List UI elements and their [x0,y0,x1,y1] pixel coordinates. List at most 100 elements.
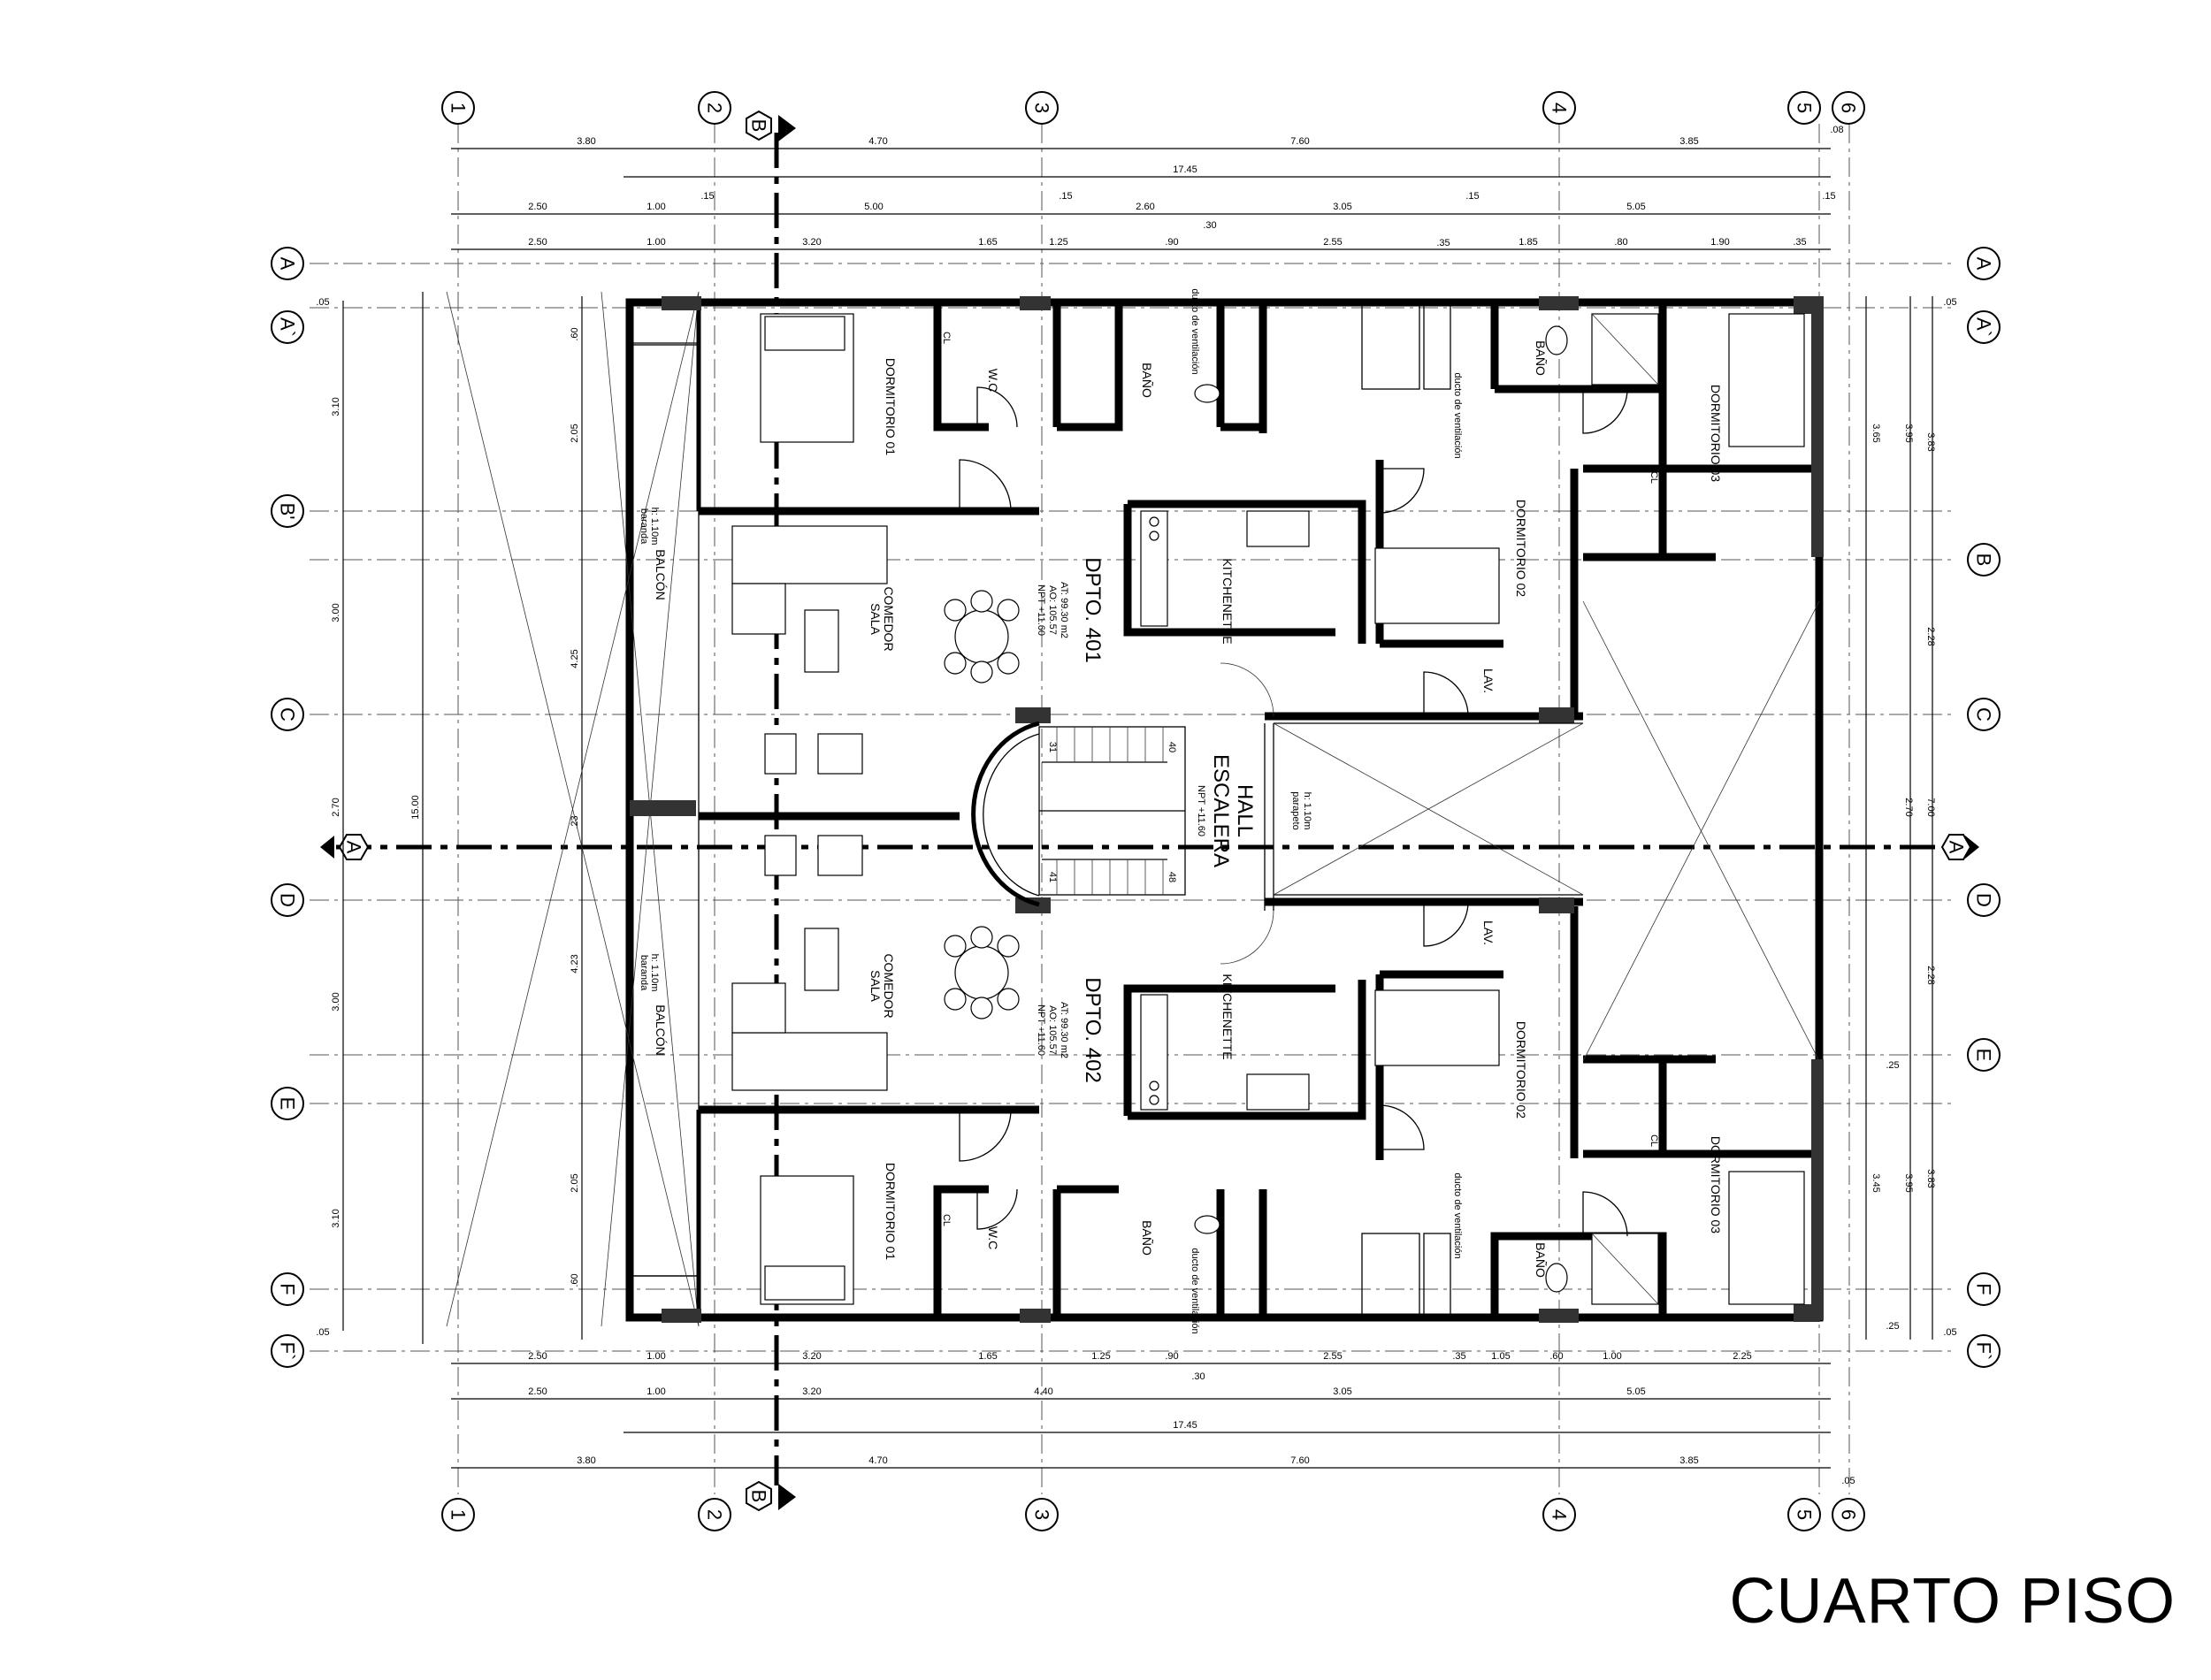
svg-text:1.00: 1.00 [1603,1351,1621,1362]
svg-text:1.00: 1.00 [646,1351,665,1362]
svg-text:7.00: 7.00 [1925,798,1936,816]
svg-text:.35: .35 [1436,238,1450,248]
kitchenette-bottom-label: KITCHENETTE [1220,974,1235,1059]
svg-text:3.10: 3.10 [331,397,341,416]
hall-label: HALL [1233,784,1257,837]
svg-text:4.40: 4.40 [1034,1386,1052,1397]
svg-text:31: 31 [1047,742,1058,752]
svg-text:2.05: 2.05 [570,424,580,442]
axis-marker-2-bottom: 2 [698,1498,731,1531]
svg-text:3: 3 [1031,1509,1053,1520]
svg-text:3.83: 3.83 [1925,1169,1936,1187]
svg-text:.90: .90 [1165,237,1178,248]
lav-bottom-label: LAV. [1481,920,1496,945]
axis-marker-3-bottom: 3 [1025,1498,1059,1531]
svg-text:1.05: 1.05 [1491,1351,1510,1362]
stair-hall: 31 40 41 48 [971,600,1820,1062]
svg-text:3.45: 3.45 [1871,1173,1881,1192]
comedor-top-label: COMEDOR [882,586,896,651]
svg-text:2.70: 2.70 [1903,798,1914,816]
svg-text:4.23: 4.23 [570,954,580,973]
svg-text:.08: .08 [1830,125,1843,135]
axis-marker-D-left: D [271,883,304,917]
svg-text:.30: .30 [1203,220,1216,231]
dorm01-bottom-label: DORMITORIO 01 [884,1163,898,1260]
svg-text:2: 2 [704,1509,726,1520]
bano-right-top-label: BAÑO [1534,340,1548,376]
svg-text:2.50: 2.50 [528,1386,547,1397]
door-swings [959,386,1628,1237]
dim-bay-1: 3.80 [577,136,595,147]
dorm03-top-label: DORMITORIO 03 [1709,385,1723,482]
svg-text:baranda: baranda [639,955,649,991]
svg-text:.05: .05 [1943,1327,1956,1338]
svg-text:A: A [277,257,299,271]
parapeto-height: h: 1.10m [1302,792,1312,830]
axis-marker-F-left: F [271,1272,304,1306]
unit-labels: DPTO. 401 AT: 99.30 m2 AO: 105.57 NPT +1… [1036,557,1105,1083]
svg-text:4.25: 4.25 [570,649,580,668]
bano-bottom-label: BAÑO [1140,1220,1154,1256]
svg-text:C: C [1973,707,1995,722]
svg-text:E: E [1973,1049,1995,1062]
wc-bottom-label: W.C [986,1226,1000,1249]
svg-text:2.50: 2.50 [528,1351,547,1362]
axis-marker-E-left: E [271,1087,304,1120]
svg-text:1.00: 1.00 [646,237,665,248]
svg-text:CL: CL [941,332,952,344]
svg-text:F`: F` [1973,1342,1995,1361]
dim-bay-2: 4.70 [868,136,887,147]
svg-text:.25: .25 [1886,1060,1899,1071]
svg-text:3.95: 3.95 [1903,424,1914,442]
svg-text:3.20: 3.20 [802,1386,821,1397]
svg-text:1.25: 1.25 [1091,1351,1110,1362]
axis-marker-F2-left: F` [271,1334,304,1368]
axis-marker-5-bottom: 5 [1787,1498,1821,1531]
balcon-bottom-label: BALCÓN [654,1004,668,1056]
svg-text:2.50: 2.50 [528,237,547,248]
svg-text:1.00: 1.00 [646,202,665,212]
axis-marker-A-right: A [1967,247,2001,280]
svg-text:.60: .60 [1549,1351,1563,1362]
svg-text:1.65: 1.65 [978,237,997,248]
svg-text:.15: .15 [1465,191,1479,202]
svg-text:B': B' [277,503,299,520]
room-labels: HALL ESCALERA NPT +11.60 parapeto h: 1.1… [639,288,1723,1333]
svg-text:A`: A` [1973,317,1995,337]
dim-total-width-top: 17.45 [1173,164,1197,175]
svg-text:ducto de ventilación: ducto de ventilación [1452,372,1463,458]
svg-text:A: A [1946,841,1968,854]
svg-text:D: D [277,893,299,907]
axis-marker-E-right: E [1967,1038,2001,1072]
axis-marker-F2-right: F` [1967,1334,2001,1368]
svg-text:3.65: 3.65 [1871,424,1881,442]
svg-text:E: E [277,1097,299,1111]
svg-text:5.00: 5.00 [864,202,883,212]
dimension-labels: 3.80 4.70 7.60 3.85 17.45 2.50 1.00 5.00… [316,125,1956,1486]
svg-text:5: 5 [1794,1509,1816,1520]
svg-text:B: B [748,1490,770,1503]
axis-marker-1-bottom: 1 [441,1498,475,1531]
svg-text:.35: .35 [1452,1351,1465,1362]
svg-text:ducto de ventilación: ducto de ventilación [1452,1172,1463,1258]
axis-marker-B-right: B [1967,543,2001,577]
svg-text:ducto de ventilación: ducto de ventilación [1190,1248,1200,1333]
svg-text:5: 5 [1794,103,1816,113]
svg-text:A`: A` [277,317,299,337]
svg-text:.05: .05 [1841,1476,1855,1486]
svg-text:7.60: 7.60 [1290,1455,1309,1466]
svg-text:.05: .05 [1943,297,1956,308]
unit-401-ao: AO: 105.57 [1047,585,1058,635]
svg-text:1.00: 1.00 [646,1386,665,1397]
dim-total-depth: 15.00 [410,795,421,820]
svg-text:6: 6 [1838,103,1860,113]
svg-text:2.50: 2.50 [528,202,547,212]
svg-text:.25: .25 [1886,1321,1899,1332]
furniture [731,304,1805,1318]
svg-text:.60: .60 [570,1273,580,1287]
column-axis-markers: 1 2 3 4 5 6 1 2 3 4 5 6 [441,91,1865,1531]
dim-bay-4: 3.85 [1679,136,1698,147]
svg-text:2.60: 2.60 [1136,202,1154,212]
svg-text:1: 1 [448,103,470,113]
wc-top-label: W.C [986,369,1000,392]
